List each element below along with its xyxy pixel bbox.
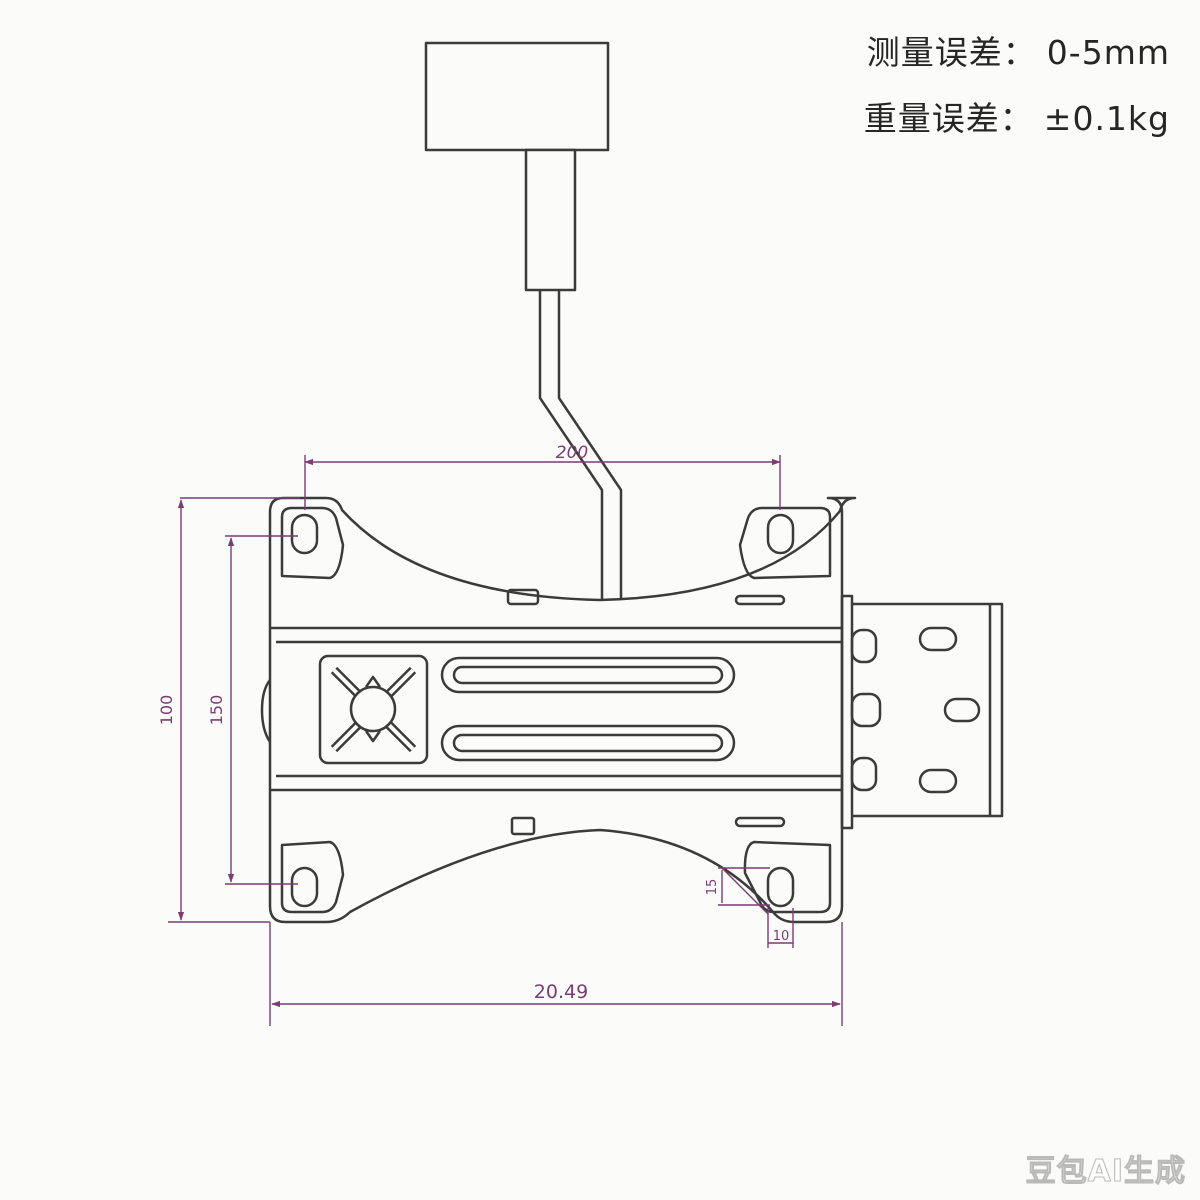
handle-sleeve — [524, 148, 577, 292]
dimension-slot-height: 15 — [705, 879, 720, 896]
weight-error-label: 重量误差： — [863, 99, 1034, 138]
slide-slot — [440, 656, 736, 694]
lever-handle — [424, 41, 623, 600]
mount-hole — [766, 866, 795, 908]
mechanism-plate — [260, 496, 857, 924]
dimension-top-hole-spacing: 200 — [556, 443, 588, 463]
slide-slot — [440, 724, 736, 762]
measurement-error-spec: 测量误差：0-5mm — [867, 26, 1170, 74]
plate-outline — [268, 496, 857, 924]
measurement-error-label: 测量误差： — [866, 33, 1037, 72]
ai-watermark: 豆包AI生成 — [1025, 1154, 1186, 1190]
side-bracket — [840, 594, 1004, 830]
weight-error-value: ±0.1kg — [1043, 99, 1170, 138]
tilt-knob — [349, 685, 397, 733]
mount-hole — [290, 513, 319, 555]
lever-rod — [538, 290, 623, 600]
measurement-error-value: 0-5mm — [1046, 33, 1170, 72]
mount-hole — [766, 513, 795, 555]
weight-error-spec: 重量误差：±0.1kg — [864, 92, 1170, 140]
mount-hole — [290, 866, 319, 908]
dimension-outer-height: 100 — [157, 695, 176, 726]
tilt-knob-housing — [318, 654, 429, 765]
dimension-inner-height: 150 — [207, 695, 226, 726]
handle-knob — [424, 41, 610, 152]
dimension-overall-width: 20.49 — [534, 981, 588, 1003]
dimension-slot-width: 10 — [773, 929, 790, 944]
dimension-lines — [168, 455, 843, 1026]
